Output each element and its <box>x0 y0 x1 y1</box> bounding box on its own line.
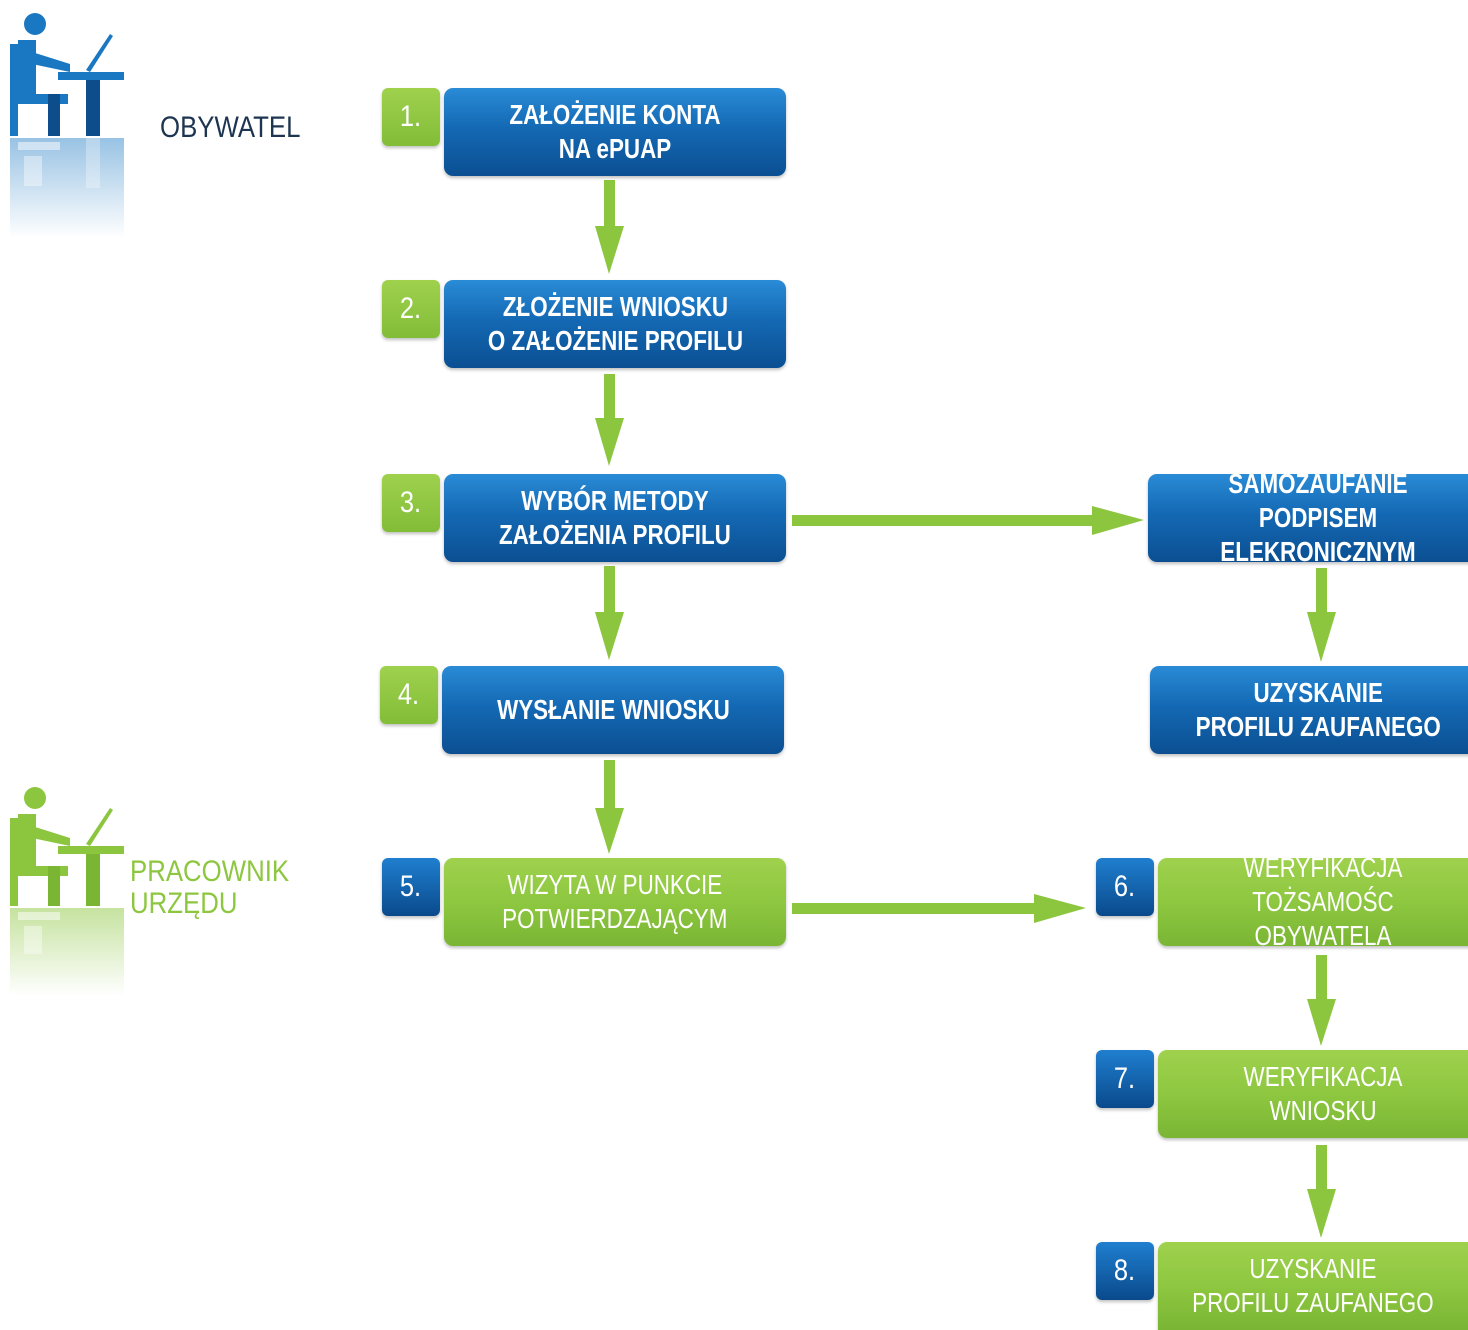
step-box-3: WYBÓR METODY ZAŁOŻENIA PROFILU <box>444 474 786 562</box>
step-number-1: 1. <box>382 88 440 146</box>
step-number-7: 7. <box>1096 1050 1154 1108</box>
step-number-4: 4. <box>380 666 438 724</box>
step-box-4: WYSŁANIE WNIOSKU <box>442 666 784 754</box>
arrow-7-to-8 <box>1307 1145 1336 1238</box>
role-label-pracownik-line2: URZĘDU <box>130 887 238 921</box>
step-text-7: WERYFIKACJA WNIOSKU <box>1243 1061 1403 1126</box>
branch-text-samozaufanie: SAMOZAUFANIE PODPISEM ELEKRONICZNYM <box>1220 468 1416 567</box>
step-box-5: WIZYTA W PUNKCIE POTWIERDZAJĄCYM <box>444 858 786 946</box>
step-number-6: 6. <box>1096 858 1154 916</box>
arrow-1-to-2 <box>595 180 624 274</box>
citizen-person-at-desk-icon <box>10 13 124 238</box>
arrow-5-to-6 <box>792 894 1086 923</box>
step-box-8: UZYSKANIE PROFILU ZAUFANEGO <box>1158 1242 1468 1330</box>
step-text-2: ZŁOŻENIE WNIOSKU O ZAŁOŻENIE PROFILU <box>487 291 743 356</box>
step-number-8: 8. <box>1096 1242 1154 1300</box>
arrow-3-to-samozaufanie <box>792 506 1144 535</box>
role-label-pracownik: PRACOWNIK URZĘDU <box>130 855 290 921</box>
role-label-obywatel: OBYWATEL <box>160 111 301 144</box>
role-label-pracownik-line1: PRACOWNIK <box>130 855 290 888</box>
step-box-1: ZAŁOŻENIE KONTA NA ePUAP <box>444 88 786 176</box>
step-number-2: 2. <box>382 280 440 338</box>
step-text-6: WERYFIKACJA TOŻSAMOŚC OBYWATELA <box>1243 852 1403 951</box>
arrow-2-to-3 <box>595 374 624 466</box>
arrow-3-to-4 <box>595 566 624 660</box>
clerk-person-at-desk-icon <box>10 787 124 996</box>
step-text-4: WYSŁANIE WNIOSKU <box>496 694 730 725</box>
step-text-3: WYBÓR METODY ZAŁOŻENIA PROFILU <box>499 485 731 550</box>
arrow-4-to-5 <box>595 760 624 854</box>
branch-box-uzyskanie: UZYSKANIE PROFILU ZAUFANEGO <box>1150 666 1468 754</box>
arrow-6-to-7 <box>1307 955 1336 1046</box>
step-text-8: UZYSKANIE PROFILU ZAUFANEGO <box>1192 1253 1434 1318</box>
step-text-1: ZAŁOŻENIE KONTA NA ePUAP <box>509 99 721 164</box>
branch-text-uzyskanie: UZYSKANIE PROFILU ZAUFANEGO <box>1195 677 1441 742</box>
step-text-5: WIZYTA W PUNKCIE POTWIERDZAJĄCYM <box>502 869 728 934</box>
step-box-7: WERYFIKACJA WNIOSKU <box>1158 1050 1468 1138</box>
arrow-samozaufanie-to-uzyskanie <box>1307 568 1336 662</box>
step-number-5: 5. <box>382 858 440 916</box>
step-box-6: WERYFIKACJA TOŻSAMOŚC OBYWATELA <box>1158 852 1468 951</box>
step-number-3: 3. <box>382 474 440 532</box>
step-box-2: ZŁOŻENIE WNIOSKU O ZAŁOŻENIE PROFILU <box>444 280 786 368</box>
branch-box-samozaufanie: SAMOZAUFANIE PODPISEM ELEKRONICZNYM <box>1148 468 1468 567</box>
